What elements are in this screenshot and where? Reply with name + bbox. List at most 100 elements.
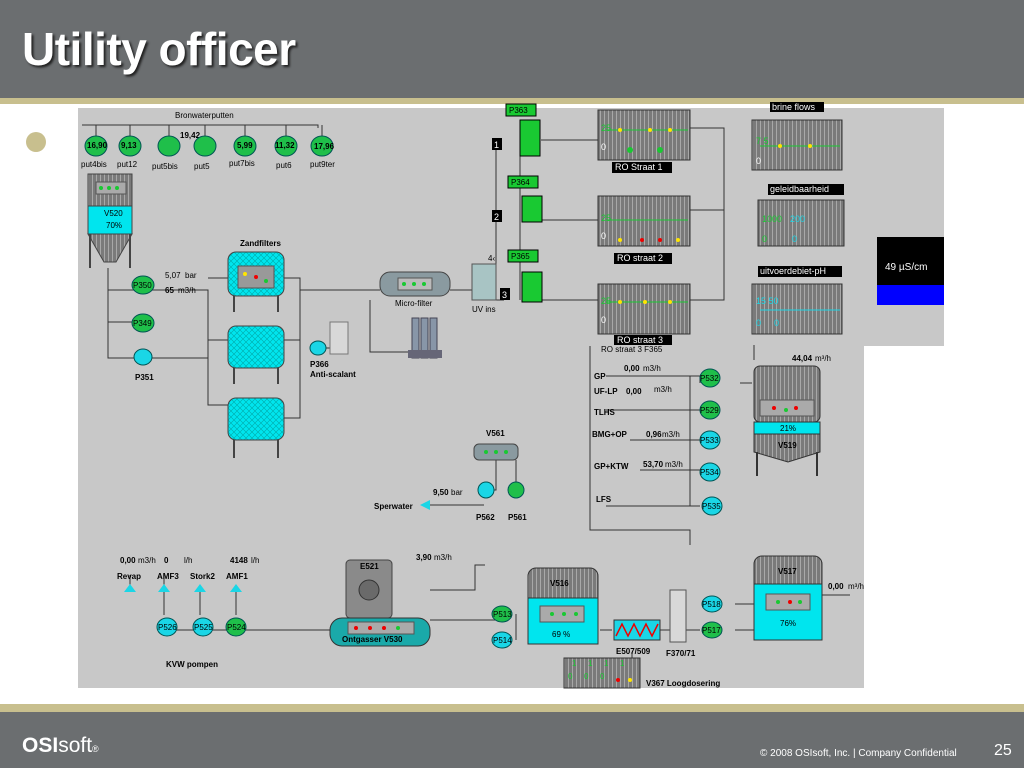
- pump-num-box: [492, 138, 502, 150]
- trend-panel: [751, 283, 843, 335]
- pump-num-box: [492, 210, 502, 222]
- heat-exchanger-e507[interactable]: E507/509: [613, 619, 661, 656]
- pump-name: P351: [135, 373, 154, 382]
- pump-icon: [131, 313, 155, 333]
- trend-panel: [751, 119, 843, 171]
- tank-v517[interactable]: V517 76%: [753, 555, 823, 641]
- pump-p350[interactable]: P350: [131, 275, 155, 295]
- well-pump-value: 9,13: [121, 141, 137, 150]
- consumer-name: LFS: [596, 495, 612, 504]
- pump-p349[interactable]: P349: [131, 313, 155, 333]
- kvw-revap[interactable]: 0,00 m3/h Revap P526: [117, 556, 178, 637]
- filter-f370[interactable]: F370/71: [666, 589, 696, 658]
- micro-filter[interactable]: Micro-filter: [379, 271, 451, 308]
- filter-body: [227, 325, 285, 369]
- pump-num-box: [500, 288, 510, 300]
- trend-panel: [597, 283, 691, 335]
- kvw-unit: l/h: [184, 556, 192, 565]
- sand-filter-2[interactable]: [227, 325, 285, 384]
- kvw-label: Revap: [117, 572, 141, 581]
- well-pump-6[interactable]: 11,32 put6: [274, 135, 298, 170]
- consumer-bmg-op[interactable]: BMG+OP 0,96 m3/h P533: [592, 430, 721, 450]
- well-pump-3[interactable]: put5bis: [152, 135, 181, 171]
- trend-top: 25: [601, 213, 611, 223]
- well-pump-2[interactable]: 9,13 put12: [117, 135, 142, 169]
- v561-unit: bar: [451, 488, 463, 497]
- tank-v519[interactable]: 21% V519: [753, 365, 821, 476]
- pump-p366[interactable]: P366 Anti-scalant: [309, 340, 356, 379]
- trend-panel: [597, 109, 691, 161]
- consumer-value: 53,70: [643, 460, 664, 469]
- tank-v520[interactable]: V520 70%: [87, 173, 133, 268]
- kvw-amf1[interactable]: 4148 l/h AMF1 P524: [225, 556, 259, 637]
- trend-zero: 0: [762, 234, 767, 244]
- status-led: [562, 612, 566, 616]
- consumer-unit: m3/h: [665, 460, 683, 469]
- ro-pump-p365[interactable]: P365 3: [500, 249, 543, 303]
- well-pump-label: put7bis: [229, 159, 255, 168]
- geleidbaarheid-trend[interactable]: geleidbaarheid 1000 200 0 0: [757, 184, 845, 247]
- e507-label: E507/509: [616, 647, 651, 656]
- status-led: [550, 612, 554, 616]
- pump-icon: [491, 631, 513, 649]
- well-pump-value: 5,99: [237, 141, 253, 150]
- anti-scalant-vessel: [329, 321, 349, 355]
- consumer-uf-lp[interactable]: UF-LP 0,00 m3/h: [594, 385, 672, 396]
- tank-cone: [87, 233, 133, 263]
- pump-icon: [131, 275, 155, 295]
- tank-name: V519: [778, 441, 797, 450]
- p350-pressure-unit: bar: [185, 271, 197, 280]
- ro-trend-2[interactable]: 25 0 RO straat 2: [597, 195, 691, 264]
- pump-icon: [156, 617, 178, 637]
- pump-icon: [133, 348, 153, 366]
- vessel-v561[interactable]: V561: [473, 429, 519, 461]
- consumer-lfs[interactable]: LFS P535: [596, 495, 723, 516]
- footer-stripe: [0, 704, 1024, 712]
- kvw-amf3[interactable]: 0 l/h AMF3 P525: [157, 556, 214, 637]
- tank-v516[interactable]: V516 69 %: [527, 567, 599, 645]
- ro-trend-1[interactable]: 25 0 RO Straat 1: [597, 109, 691, 173]
- sand-filter-1[interactable]: [227, 251, 285, 312]
- well-pump-7[interactable]: 17,96 put9ter: [310, 135, 335, 169]
- dosing-value: 0: [600, 672, 605, 681]
- well-pump-4[interactable]: put5: [193, 135, 217, 171]
- ro-pump-p364[interactable]: P364 2: [492, 175, 543, 223]
- pump-p562[interactable]: P562: [476, 481, 495, 522]
- status-led: [99, 186, 103, 190]
- pump-name: P526: [158, 623, 177, 632]
- ro-trend-3[interactable]: 25 0 RO straat 3 RO straat 3 F365: [597, 283, 691, 354]
- sand-filter-3[interactable]: [227, 397, 285, 458]
- vessel-name: V561: [486, 429, 505, 438]
- uv-installation[interactable]: UV ins 4‹: [471, 254, 497, 314]
- pump-p518[interactable]: P518: [701, 595, 723, 613]
- v517-flow: 0,00: [828, 582, 844, 591]
- pump-name: P534: [700, 468, 719, 477]
- uitvoerdebiet-trend[interactable]: uitvoerdebiet-pH 15 50 0 0: [751, 266, 843, 335]
- kvw-stork2[interactable]: Stork2: [190, 572, 215, 592]
- conductivity-readout: 49 µS/cm: [877, 237, 944, 305]
- tank-level-fill: [87, 205, 133, 235]
- v367-loogdosering[interactable]: 1 1 1 1 0 0 0 V367 Loogdosering: [563, 657, 720, 689]
- kvw-title: KVW pompen: [166, 660, 218, 669]
- uv-value: 4‹: [488, 254, 495, 263]
- pump-name: P562: [476, 513, 495, 522]
- consumer-unit: m3/h: [643, 364, 661, 373]
- pump-p517[interactable]: P517: [701, 621, 723, 639]
- pump-p351[interactable]: P351: [133, 348, 154, 382]
- pump-p561[interactable]: P561: [507, 481, 527, 522]
- brine-flows-trend[interactable]: brine flows 7 5 0: [751, 102, 843, 171]
- well-pump-5[interactable]: 5,99 put7bis: [229, 135, 257, 168]
- pump-p514[interactable]: P514: [491, 631, 513, 649]
- pump-icon: [699, 430, 721, 450]
- pump-p513[interactable]: P513: [491, 605, 513, 623]
- filter-body: [227, 397, 285, 441]
- consumer-tlhs[interactable]: TLHS P529: [594, 400, 721, 420]
- tank-base: [753, 433, 821, 463]
- well-pump-1[interactable]: 16,90 put4bis: [81, 135, 108, 169]
- consumer-gp[interactable]: GP 0,00 m3/h P532: [594, 364, 721, 388]
- ro-pump-p363[interactable]: P363 1: [492, 103, 541, 157]
- trend-top: 25: [601, 123, 611, 133]
- consumer-gp-ktw[interactable]: GP+KTW 53,70 m3/h P534: [594, 460, 721, 482]
- trend-top: 25: [601, 296, 611, 306]
- ontgasser-v530[interactable]: E521 Ontgasser V530: [329, 559, 431, 647]
